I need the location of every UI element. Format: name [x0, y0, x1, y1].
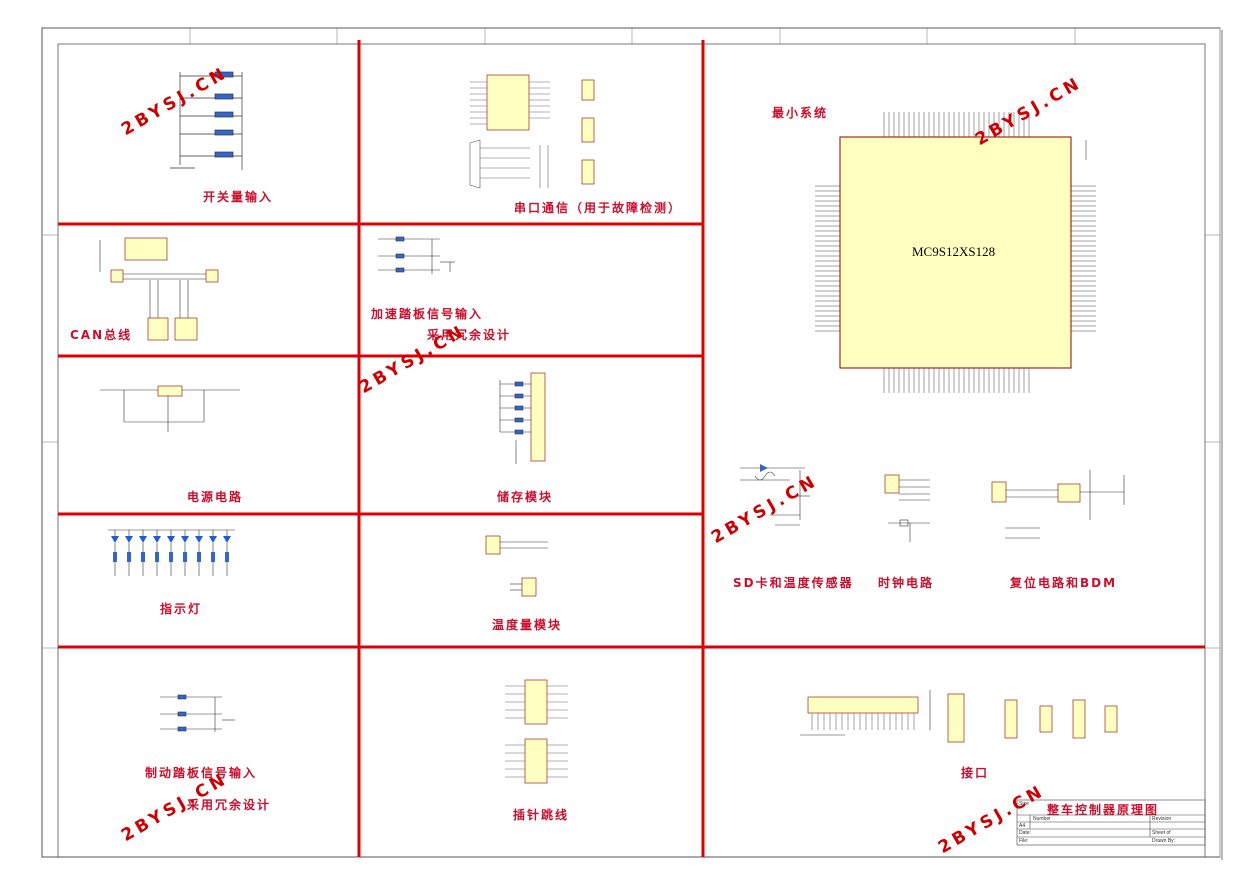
tb-file-label: File:	[1019, 838, 1029, 844]
tb-revision-label: Revision	[1152, 816, 1172, 822]
mcu-chip-name: MC9S12XS128	[912, 244, 996, 259]
pin-jumper-circuit	[505, 679, 568, 784]
tb-size-label: Size	[1019, 801, 1029, 807]
label-redundant-1: 采用冗余设计	[427, 328, 512, 342]
accel-pedal-circuit	[378, 236, 455, 274]
label-serial-comm: 串口通信（用于故障检测）	[514, 201, 683, 215]
label-storage: 储存模块	[497, 490, 554, 504]
section-dividers	[58, 40, 1205, 857]
sd-temp-circuit	[740, 464, 810, 526]
tb-sheet-label: Sheet of	[1152, 830, 1171, 836]
brake-pedal-circuit	[160, 694, 235, 732]
interface-circuit	[800, 690, 1118, 743]
indicator-led-circuit	[108, 529, 235, 576]
zone-ticks	[42, 28, 1220, 649]
label-temp-module: 温度量模块	[492, 618, 563, 632]
reset-bdm-circuit	[991, 470, 1125, 539]
label-reset-bdm: 复位电路和BDM	[1010, 576, 1118, 590]
inner-border	[57, 43, 1206, 858]
tb-a4: A4	[1019, 823, 1026, 829]
tb-date-label: Date:	[1019, 830, 1031, 836]
label-pin-jumper: 插针跳线	[513, 808, 570, 822]
label-clock: 时钟电路	[878, 576, 935, 590]
tb-number-label: Number	[1033, 816, 1051, 822]
label-indicator: 指示灯	[160, 602, 203, 616]
switch-input-circuit	[170, 71, 243, 170]
label-redundant-2: 采用冗余设计	[187, 798, 272, 812]
label-can-bus: CAN总线	[70, 328, 133, 342]
label-sd-temp: SD卡和温度传感器	[733, 576, 854, 590]
label-power: 电源电路	[187, 490, 244, 504]
storage-circuit	[499, 372, 546, 464]
mcu-chip	[815, 112, 1096, 393]
temp-module-circuit	[485, 535, 548, 597]
title-block	[1016, 799, 1206, 846]
drawing-title: 整车控制器原理图	[1047, 803, 1160, 817]
label-interface: 接口	[961, 766, 990, 780]
label-brake-pedal: 制动踏板信号输入	[145, 766, 258, 780]
power-circuit	[100, 385, 240, 432]
label-switch-input: 开关量输入	[203, 190, 274, 204]
serial-circuit	[469, 74, 595, 189]
label-min-system: 最小系统	[772, 106, 829, 120]
clock-circuit	[884, 474, 930, 542]
label-accel-pedal: 加速踏板信号输入	[371, 307, 484, 321]
tb-drawn-label: Drawn By:	[1152, 838, 1176, 844]
can-circuit	[99, 237, 219, 341]
